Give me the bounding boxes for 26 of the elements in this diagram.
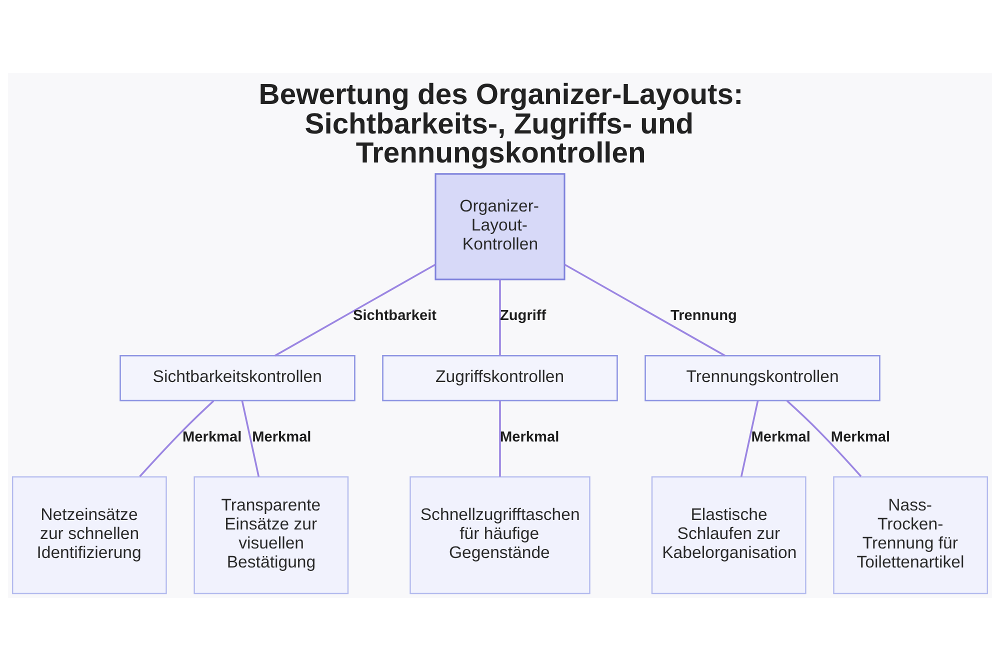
node-box: Nass-Trocken-Trennung für Toilettenartikel [833, 476, 988, 594]
edge-label: Merkmal [751, 428, 810, 445]
node-box: Trennungskontrollen [644, 354, 880, 401]
connector [499, 400, 501, 476]
connector [564, 263, 726, 356]
node-box: Zugriffskontrollen [382, 354, 618, 401]
node-box: Schnellzugrifftaschen für häufige Gegenstände [410, 476, 590, 594]
node-box: Transparente Einsätze zur visuellen Bestätigung [194, 476, 349, 594]
connector [139, 400, 214, 477]
edge-label: Sichtbarkeit [353, 308, 436, 324]
connector [274, 263, 436, 356]
edge-label: Merkmal [252, 428, 312, 445]
diagram-title: Bewertung des Organizer-Layouts: Sichtbarkeits-, Zugriffs- und Trennungskontrollen [258, 78, 744, 170]
node-box: Sichtbarkeitskontrollen [120, 354, 356, 401]
edge-label: Merkmal [830, 428, 890, 445]
edge-label: Zugriff [500, 308, 546, 324]
edge-label: Trennung [670, 308, 737, 324]
connector [786, 400, 862, 476]
node-box: Netzeinsätze zur schnellen Identifizierung [12, 476, 167, 594]
connector [499, 279, 501, 356]
connector [241, 400, 260, 476]
edge-label: Merkmal [500, 428, 560, 445]
node-box: Organizer-Layout-Kontrollen [434, 172, 566, 280]
node-box: Elastische Schlaufen zur Kabelorganisation [651, 476, 806, 594]
edge-label: Merkmal [182, 428, 242, 445]
connector [740, 400, 759, 476]
